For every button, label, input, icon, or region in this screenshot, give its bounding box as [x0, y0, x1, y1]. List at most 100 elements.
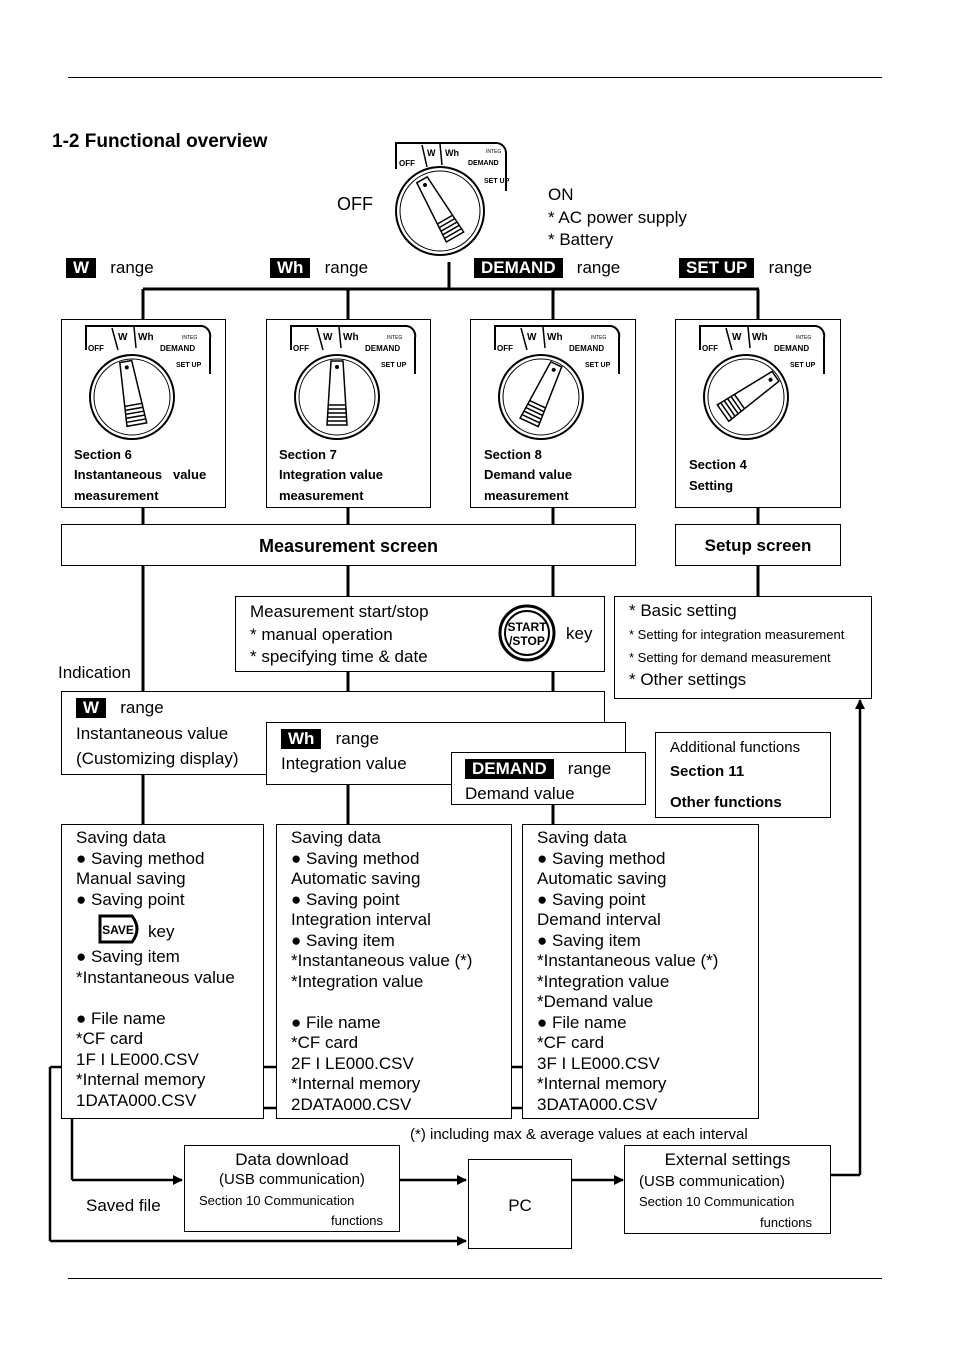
display-wh-line1: Integration value [281, 754, 407, 773]
svg-text:OFF: OFF [293, 344, 309, 353]
additional-line1: Additional functions [670, 739, 801, 756]
svg-text:SAVE: SAVE [102, 923, 134, 937]
display-w-range: W range [76, 698, 164, 718]
svg-text:SET UP: SET UP [176, 362, 202, 369]
saving-line: ● File name [537, 1012, 627, 1032]
svg-text:W: W [527, 332, 537, 343]
additional-functions-box: Additional functions Section 11 Other fu… [655, 732, 831, 818]
svg-text:DEMAND: DEMAND [569, 344, 604, 353]
saving-box-manual: Saving data● Saving method Manual saving… [61, 824, 264, 1119]
saving-line: Automatic saving [291, 869, 421, 888]
download-line2: (USB communication) [219, 1171, 365, 1188]
svg-text:Wh: Wh [343, 332, 359, 343]
svg-text:W: W [323, 332, 333, 343]
svg-text:Wh: Wh [547, 332, 563, 343]
display-wh-badge: Wh [281, 729, 322, 749]
start-stop-line2: * manual operation [250, 625, 393, 644]
svg-text:OFF: OFF [497, 344, 513, 353]
saving-line: 2DATA000.CSV [291, 1094, 412, 1114]
svg-text:INTEG: INTEG [796, 335, 811, 341]
battery-label: * Battery [548, 230, 614, 249]
svg-text:OFF: OFF [399, 159, 415, 168]
measurement-screen-box: Measurement screen [61, 524, 636, 566]
svg-text:OFF: OFF [702, 344, 718, 353]
setup-screen-label: Setup screen [704, 536, 812, 555]
pc-box: PC [468, 1159, 572, 1249]
footer-rule [68, 1278, 882, 1279]
svg-text:SET UP: SET UP [484, 178, 510, 185]
svg-text:INTEG: INTEG [387, 335, 402, 341]
saving-line: 2F I LE000.CSV [291, 1053, 414, 1073]
saving-line: *Instantaneous value [76, 967, 235, 987]
saving-line: ● File name [291, 1012, 381, 1032]
setup-demand: * Setting for demand measurement [629, 650, 831, 665]
setup-options-box: * Basic setting * Setting for integratio… [614, 596, 872, 699]
saving-line: *Instantaneous value (*) [291, 951, 473, 970]
external-line4: functions [760, 1215, 813, 1230]
off-label: OFF [337, 194, 373, 214]
svg-text:W: W [118, 332, 128, 343]
saving-line: ● Saving item [291, 930, 395, 950]
section-number: Section 8 [484, 447, 542, 462]
save-key-icon: SAVE [98, 914, 139, 944]
saving-line: ● Saving method [291, 848, 420, 868]
additional-other: Other functions [670, 794, 782, 811]
setup-other: * Other settings [629, 670, 747, 689]
svg-text:DEMAND: DEMAND [365, 344, 400, 353]
measurement-screen-label: Measurement screen [258, 536, 439, 556]
saving-line: 3F I LE000.CSV [537, 1053, 660, 1073]
ac-power-label: * AC power supply [548, 208, 687, 227]
svg-text:DEMAND: DEMAND [774, 344, 809, 353]
svg-text:INTEG: INTEG [486, 149, 501, 155]
saving-line: *CF card [76, 1029, 144, 1048]
range-suffix-wh: range [324, 258, 369, 277]
data-download-box: Data download (USB communication) Sectio… [184, 1145, 400, 1232]
display-demand-line1: Demand value [465, 784, 575, 803]
saving-line: ● Saving method [76, 848, 205, 868]
range-suffix-w: range [110, 258, 154, 277]
display-w-line2: (Customizing display) [76, 749, 239, 768]
section-number: Section 7 [279, 447, 337, 462]
saving-line: Demand interval [537, 910, 661, 929]
display-w-line1: Instantaneous value [76, 724, 229, 743]
svg-text:DEMAND: DEMAND [468, 160, 499, 167]
start-stop-key-label: key [566, 624, 593, 643]
top-rotary-dial-icon: OFF W Wh INTEG DEMAND SET UP [395, 142, 510, 256]
section-number: Section 4 [689, 457, 747, 472]
saving-line: Saving data [291, 828, 381, 847]
download-line4: functions [331, 1213, 384, 1228]
external-line1: External settings [664, 1150, 791, 1169]
section-number: Section 6 [74, 447, 132, 462]
start-stop-line3: * specifying time & date [250, 647, 428, 666]
saving-line: ● Saving item [76, 947, 180, 966]
section-title: Integration value [279, 467, 384, 482]
svg-text:Wh: Wh [445, 148, 459, 158]
saving-box-integration: Saving data● Saving method Automatic sav… [276, 824, 512, 1119]
svg-text:SET UP: SET UP [381, 362, 407, 369]
saving-line: ● Saving point [76, 889, 185, 909]
saving-line: ● Saving point [537, 889, 646, 909]
saving-line: Saving data [76, 828, 166, 847]
saving-line: 1DATA000.CSV [76, 1090, 197, 1110]
saving-line: Integration interval [291, 910, 431, 929]
section-title: Setting [689, 478, 734, 493]
display-demand-suffix: range [567, 759, 612, 778]
external-line3: Section 10 Communication [639, 1194, 795, 1209]
section-title: Instantaneous value [74, 467, 207, 482]
saving-line: ● Saving point [291, 889, 400, 909]
saving-line: Manual saving [76, 869, 186, 888]
range-wh: Wh range [270, 258, 368, 278]
on-label: ON [548, 185, 574, 204]
svg-text:Wh: Wh [752, 332, 768, 343]
saving-line: *Integration value [537, 971, 670, 991]
range-w: W range [66, 258, 154, 278]
header-rule [68, 77, 882, 78]
footnote: (*) including max & average values at ea… [410, 1126, 748, 1143]
saving-line: Saving data [537, 828, 627, 847]
saving-line: *CF card [291, 1033, 359, 1052]
display-wh-suffix: range [335, 729, 380, 748]
rotary-dial-icon: OFF W Wh INTEG DEMAND SET UP [290, 325, 417, 440]
svg-text:/STOP: /STOP [509, 634, 545, 648]
